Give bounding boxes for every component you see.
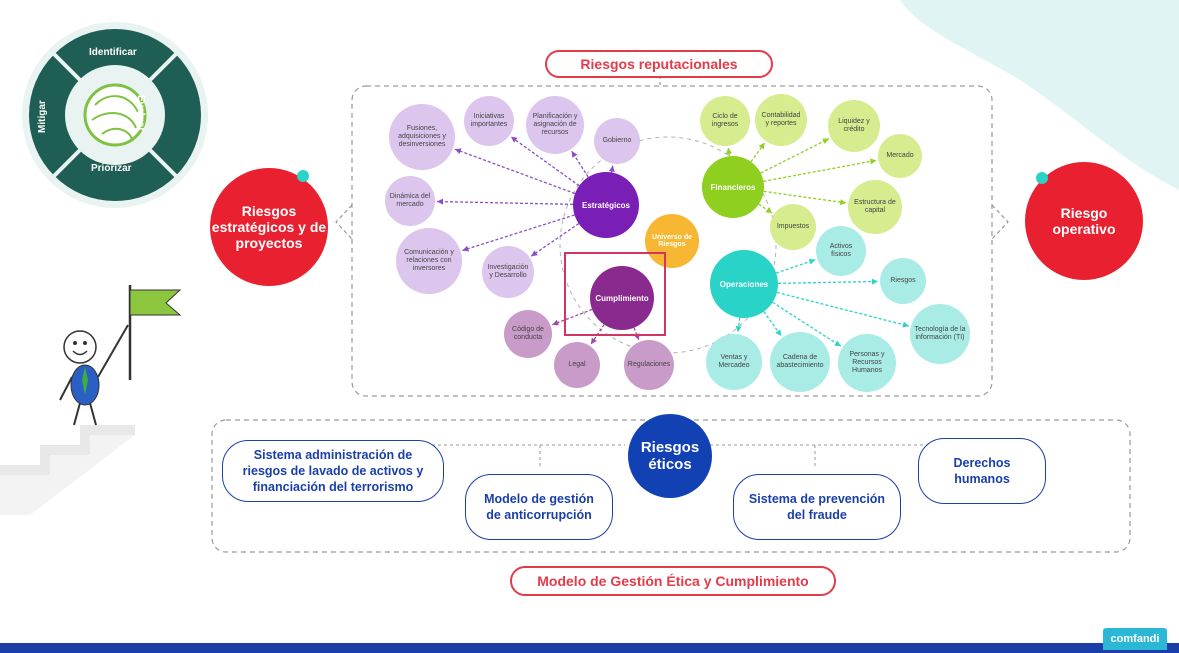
box-anticorrupcion: Modelo de gestión de anticorrupción	[465, 474, 613, 540]
node-gobierno: Gobierno	[594, 118, 640, 164]
cycle-evaluar: Evaluar	[135, 95, 146, 132]
arrowhead	[571, 151, 578, 158]
connector-line	[462, 214, 575, 252]
arrowhead	[590, 337, 597, 345]
node-dinamica: Dinámica del mercado	[385, 176, 435, 226]
arrowhead	[454, 148, 462, 155]
node-tecnologia: Tecnología de la información (TI)	[910, 304, 970, 364]
arrowhead	[834, 340, 841, 347]
node-comunicacion: Comunicación y relaciones con inversores	[396, 228, 462, 294]
connector-line	[436, 200, 574, 205]
strategic-projects-circle: Riesgos estratégicos y de proyectos	[210, 168, 328, 286]
arrowhead	[775, 329, 782, 337]
connector-line	[758, 203, 773, 214]
node-contabilidad: Contabilidad y reportes	[755, 94, 807, 146]
node-impuestos: Impuestos	[770, 204, 816, 250]
node-fusiones: Fusiones, adquisiciones y desinversiones	[389, 104, 455, 170]
cycle-priorizar: Priorizar	[91, 163, 132, 174]
arrowhead	[462, 245, 469, 252]
hub-cumplimiento: Cumplimiento	[590, 266, 654, 330]
cycle-mitigar: Mitigar	[37, 100, 48, 133]
arrowhead	[765, 207, 773, 214]
node-personas: Personas y Recursos Humanos	[838, 334, 896, 392]
arrowhead	[735, 325, 742, 333]
node-activos: Activos físicos	[816, 226, 866, 276]
arrowhead	[902, 321, 909, 328]
arrowhead	[869, 158, 877, 165]
arrowhead	[808, 258, 816, 265]
arrowhead	[552, 319, 559, 326]
node-ventas: Ventas y Mercadeo	[706, 334, 762, 390]
teal-dot	[1036, 172, 1048, 184]
arrowhead	[531, 250, 538, 257]
connector-line	[777, 280, 879, 285]
node-regulaciones: Regulaciones	[624, 340, 674, 390]
node-estructura: Estructura de capital	[848, 180, 902, 234]
node-legal: Legal	[554, 342, 600, 388]
ethics-model-pill: Modelo de Gestión Ética y Cumplimiento	[510, 566, 836, 596]
ethical-risks-circle: Riesgos éticos	[628, 414, 712, 498]
stick-figure-illustration	[0, 285, 182, 515]
hub-estrategicos: Estratégicos	[573, 172, 639, 238]
connector-line	[750, 142, 766, 163]
comfandi-logo: comfandi	[1103, 628, 1167, 650]
arrowhead	[871, 278, 879, 285]
node-codigo: Código de conducta	[504, 310, 552, 358]
risk-cycle-wheel	[22, 22, 208, 208]
teal-dot	[297, 170, 309, 182]
node-riesgos: Riesgos	[880, 258, 926, 304]
connector-line	[763, 159, 877, 182]
arrowhead	[725, 147, 732, 155]
connector-line	[552, 308, 593, 326]
box-ddhh: Derechos humanos	[918, 438, 1046, 504]
hub-universo: Universo de Riesgos	[645, 214, 699, 268]
node-iniciativas: Iniciativas importantes	[464, 96, 514, 146]
footer-bar	[0, 643, 1179, 653]
hub-operaciones: Operaciones	[710, 250, 778, 318]
arrowhead	[510, 136, 518, 143]
node-planificacion: Planificación y asignación de recursos	[526, 96, 584, 154]
connector-line	[775, 259, 816, 274]
cycle-identificar: Identificar	[89, 47, 137, 58]
node-mercado: Mercado	[878, 134, 922, 178]
arrowhead	[839, 199, 847, 206]
box-fraude: Sistema de prevención del fraude	[733, 474, 901, 540]
arrowhead	[608, 165, 615, 173]
node-investigacion: Investigación y Desarrollo	[482, 246, 534, 298]
box-sagrilaft: Sistema administración de riesgos de lav…	[222, 440, 444, 502]
connector-line	[763, 190, 847, 204]
reputational-risks-pill: Riesgos reputacionales	[545, 50, 773, 78]
highlight-box	[564, 252, 666, 336]
connector-line	[772, 301, 842, 347]
hub-financieros: Financieros	[702, 156, 764, 218]
connector-line	[760, 138, 830, 174]
arrowhead	[822, 138, 829, 144]
node-cadena: Cadena de abastecimiento	[770, 332, 830, 392]
arrowhead	[436, 198, 444, 205]
connector-line	[776, 291, 910, 327]
arrowhead	[758, 142, 765, 150]
node-ciclo: Ciclo de ingresos	[700, 96, 750, 146]
connector-line	[510, 136, 580, 187]
connector-line	[454, 148, 576, 195]
node-liquidez: Liquidez y crédito	[828, 100, 880, 152]
